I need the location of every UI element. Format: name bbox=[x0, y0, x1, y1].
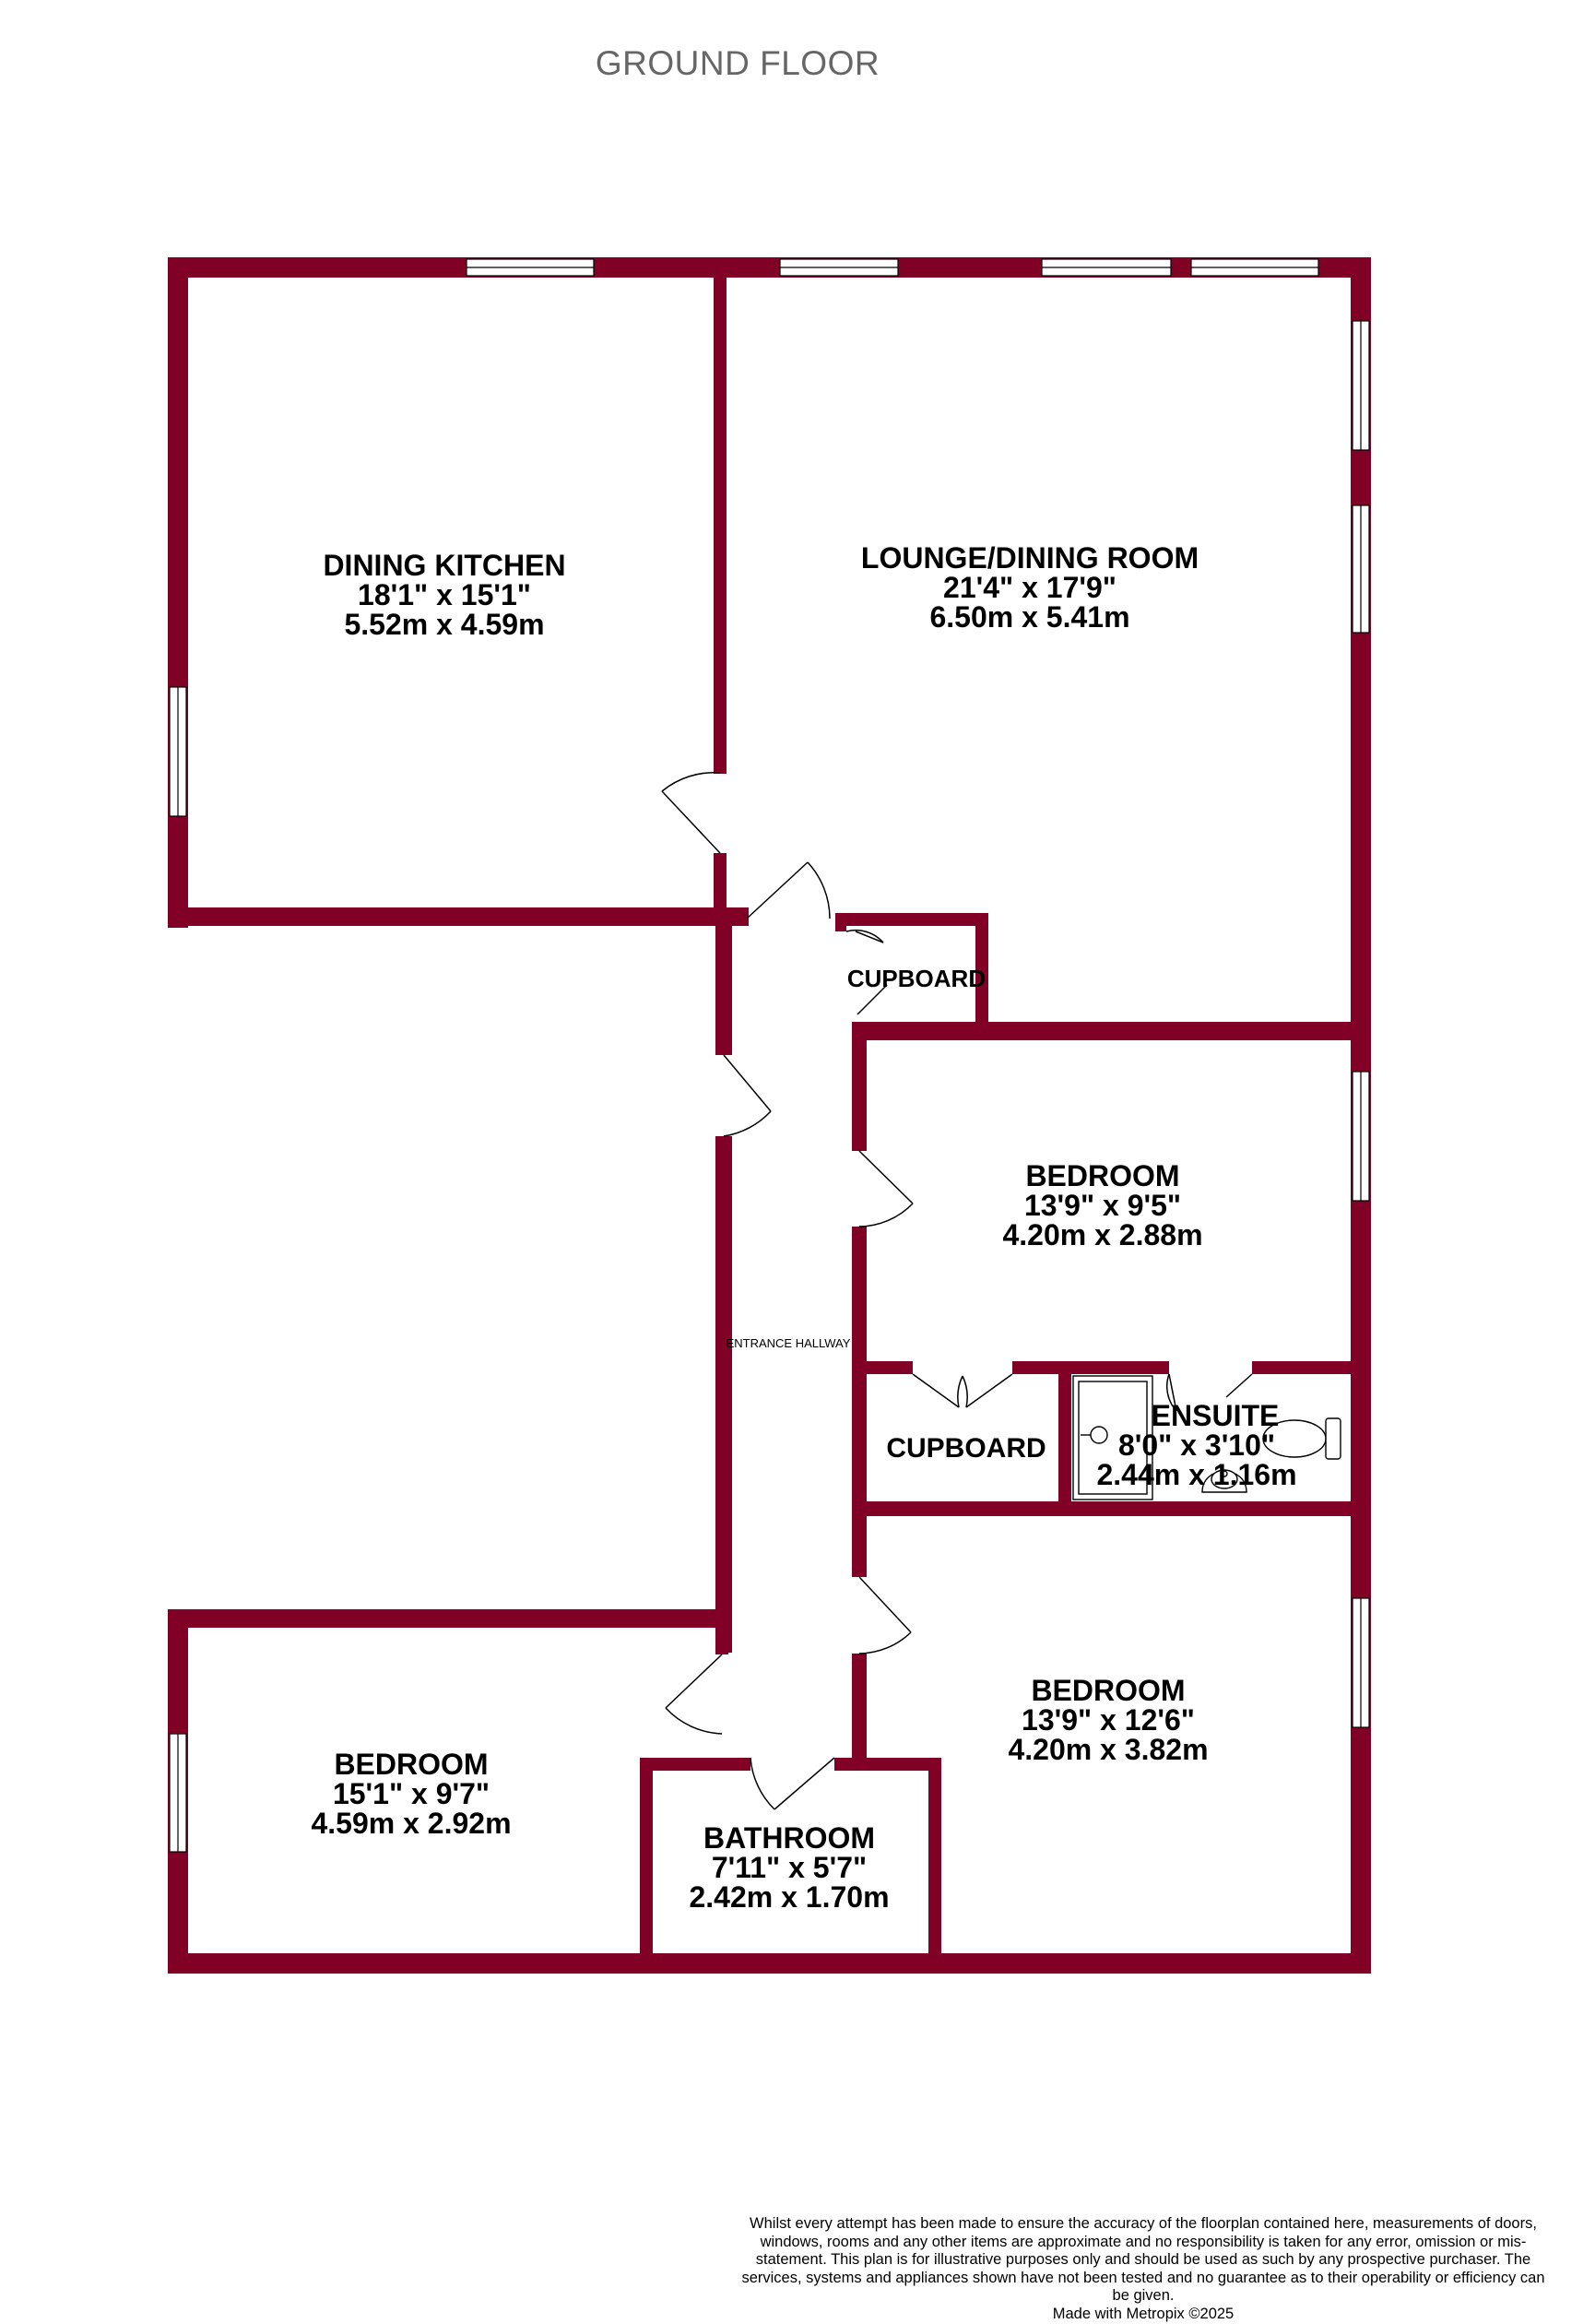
wall-bedroom3-top bbox=[168, 1609, 728, 1628]
room-dims-bedroom-1-metric: 4.20m x 2.88m bbox=[1002, 1218, 1202, 1251]
window-lounge-top-3 bbox=[1190, 258, 1319, 277]
window-kitchen-left bbox=[169, 686, 187, 817]
wall-hall-left-low bbox=[715, 1625, 728, 1654]
window-bedroom1-right bbox=[1352, 1071, 1370, 1202]
wall-bedroom1-bottom-c bbox=[1252, 1361, 1371, 1374]
room-label-ensuite: ENSUITE bbox=[1152, 1399, 1280, 1432]
door-bedroom1 bbox=[858, 1150, 914, 1227]
room-dims-ensuite-metric: 2.44m x 1.16m bbox=[1096, 1458, 1296, 1491]
wall-outer-bottom bbox=[168, 1953, 1371, 1974]
shower-tray-icon bbox=[1072, 1375, 1153, 1500]
wall-cupboard-mid-right bbox=[1058, 1361, 1071, 1514]
windows bbox=[169, 258, 1370, 1853]
window-lounge-top-1 bbox=[779, 258, 899, 277]
wall-kitchen-lounge bbox=[714, 257, 727, 774]
room-dims-bedroom-2-imperial: 13'9" x 12'6" bbox=[1022, 1703, 1195, 1737]
window-bedroom3-left bbox=[169, 1733, 187, 1853]
room-dims-bedroom-2-metric: 4.20m x 3.82m bbox=[1008, 1733, 1208, 1766]
window-lounge-right-2 bbox=[1352, 504, 1370, 634]
room-dims-bathroom-imperial: 7'11" x 5'7" bbox=[712, 1851, 867, 1884]
wall-bathroom-right bbox=[928, 1758, 941, 1962]
room-dims-lounge-metric: 6.50m x 5.41m bbox=[929, 600, 1129, 634]
disclaimer-text: Whilst every attempt has been made to en… bbox=[741, 2215, 1545, 2304]
room-label-dining-kitchen: DINING KITCHEN bbox=[323, 549, 565, 582]
room-label-lounge: LOUNGE/DINING ROOM bbox=[861, 541, 1199, 575]
wall-bedroom1-bottom-b bbox=[1012, 1361, 1169, 1374]
room-label-bathroom: BATHROOM bbox=[703, 1821, 875, 1855]
washbasin-icon bbox=[1201, 1469, 1247, 1493]
wall-bathroom-top-right bbox=[834, 1758, 941, 1771]
wall-bathroom-top-left bbox=[640, 1758, 750, 1771]
wall-hall-right-low bbox=[852, 1654, 867, 1764]
door-ensuite bbox=[1165, 1373, 1253, 1412]
door-bedroom3 bbox=[665, 1654, 723, 1735]
room-dims-lounge-imperial: 21'4" x 17'9" bbox=[943, 571, 1116, 604]
wall-bedroom2-top bbox=[852, 1501, 1371, 1516]
disclaimer: Whilst every attempt has been made to en… bbox=[738, 2215, 1549, 2323]
window-kitchen-top bbox=[466, 258, 595, 277]
door-lounge-hall bbox=[746, 861, 831, 919]
doors bbox=[661, 771, 1253, 1810]
room-label-bedroom-1: BEDROOM bbox=[1025, 1159, 1179, 1192]
wall-hall-left-top bbox=[715, 907, 732, 1055]
wall-bedroom1-top bbox=[852, 1022, 1371, 1040]
window-lounge-right-1 bbox=[1352, 320, 1370, 451]
toilet-icon bbox=[1262, 1417, 1341, 1460]
wall-hall-right-top bbox=[852, 1024, 867, 1151]
wall-cupboard-top bbox=[835, 913, 988, 926]
room-label-entrance-hallway: ENTRANCE HALLWAY bbox=[727, 1336, 851, 1350]
room-dims-dining-kitchen-imperial: 18'1" x 15'1" bbox=[358, 578, 531, 611]
window-bedroom2-right bbox=[1352, 1597, 1370, 1728]
room-dims-bathroom-metric: 2.42m x 1.70m bbox=[689, 1880, 889, 1914]
door-hall-left-mid bbox=[723, 1054, 772, 1137]
room-label-bedroom-2: BEDROOM bbox=[1031, 1674, 1185, 1707]
room-dims-bedroom-3-metric: 4.59m x 2.92m bbox=[311, 1807, 511, 1840]
door-bedroom2 bbox=[858, 1576, 912, 1654]
room-dims-ensuite-imperial: 8'0" x 3'10" bbox=[1118, 1429, 1275, 1462]
wall-bedroom1-bottom-a bbox=[852, 1361, 913, 1374]
wall-outer-left-kitchen bbox=[168, 257, 188, 928]
room-labels: DINING KITCHEN 18'1" x 15'1" 5.52m x 4.5… bbox=[311, 541, 1296, 1914]
room-label-cupboard-top: CUPBOARD bbox=[847, 965, 986, 992]
room-dims-bedroom-3-imperial: 15'1" x 9'7" bbox=[333, 1777, 490, 1810]
room-dims-bedroom-1-imperial: 13'9" x 9'5" bbox=[1024, 1189, 1181, 1222]
ensuite-fixtures bbox=[1072, 1375, 1341, 1500]
door-bathroom bbox=[750, 1757, 835, 1810]
door-cupboard-mid bbox=[912, 1373, 1013, 1408]
door-kitchen-lounge bbox=[661, 771, 721, 854]
wall-hall-right-mid bbox=[852, 1227, 867, 1577]
wall-bathroom-left bbox=[640, 1758, 653, 1962]
room-label-bedroom-3: BEDROOM bbox=[334, 1748, 488, 1781]
wall-hall-left-mid bbox=[715, 1136, 732, 1653]
metropix-credit: Made with Metropix ©2025 bbox=[1052, 2305, 1235, 2322]
wall-kitchen-bottom bbox=[168, 907, 749, 926]
window-lounge-top-2 bbox=[1041, 258, 1172, 277]
wall-cupboard-left-stub bbox=[835, 913, 846, 931]
wall-kitchen-lounge-lower bbox=[714, 853, 727, 910]
wall-outer-top bbox=[168, 257, 1371, 278]
floor-title: GROUND FLOOR bbox=[595, 44, 880, 82]
room-dims-dining-kitchen-metric: 5.52m x 4.59m bbox=[344, 608, 544, 641]
wall-cupboard-right bbox=[975, 913, 988, 1035]
door-cupboard-top bbox=[845, 929, 888, 1015]
room-label-cupboard-mid: CUPBOARD bbox=[886, 1433, 1046, 1464]
